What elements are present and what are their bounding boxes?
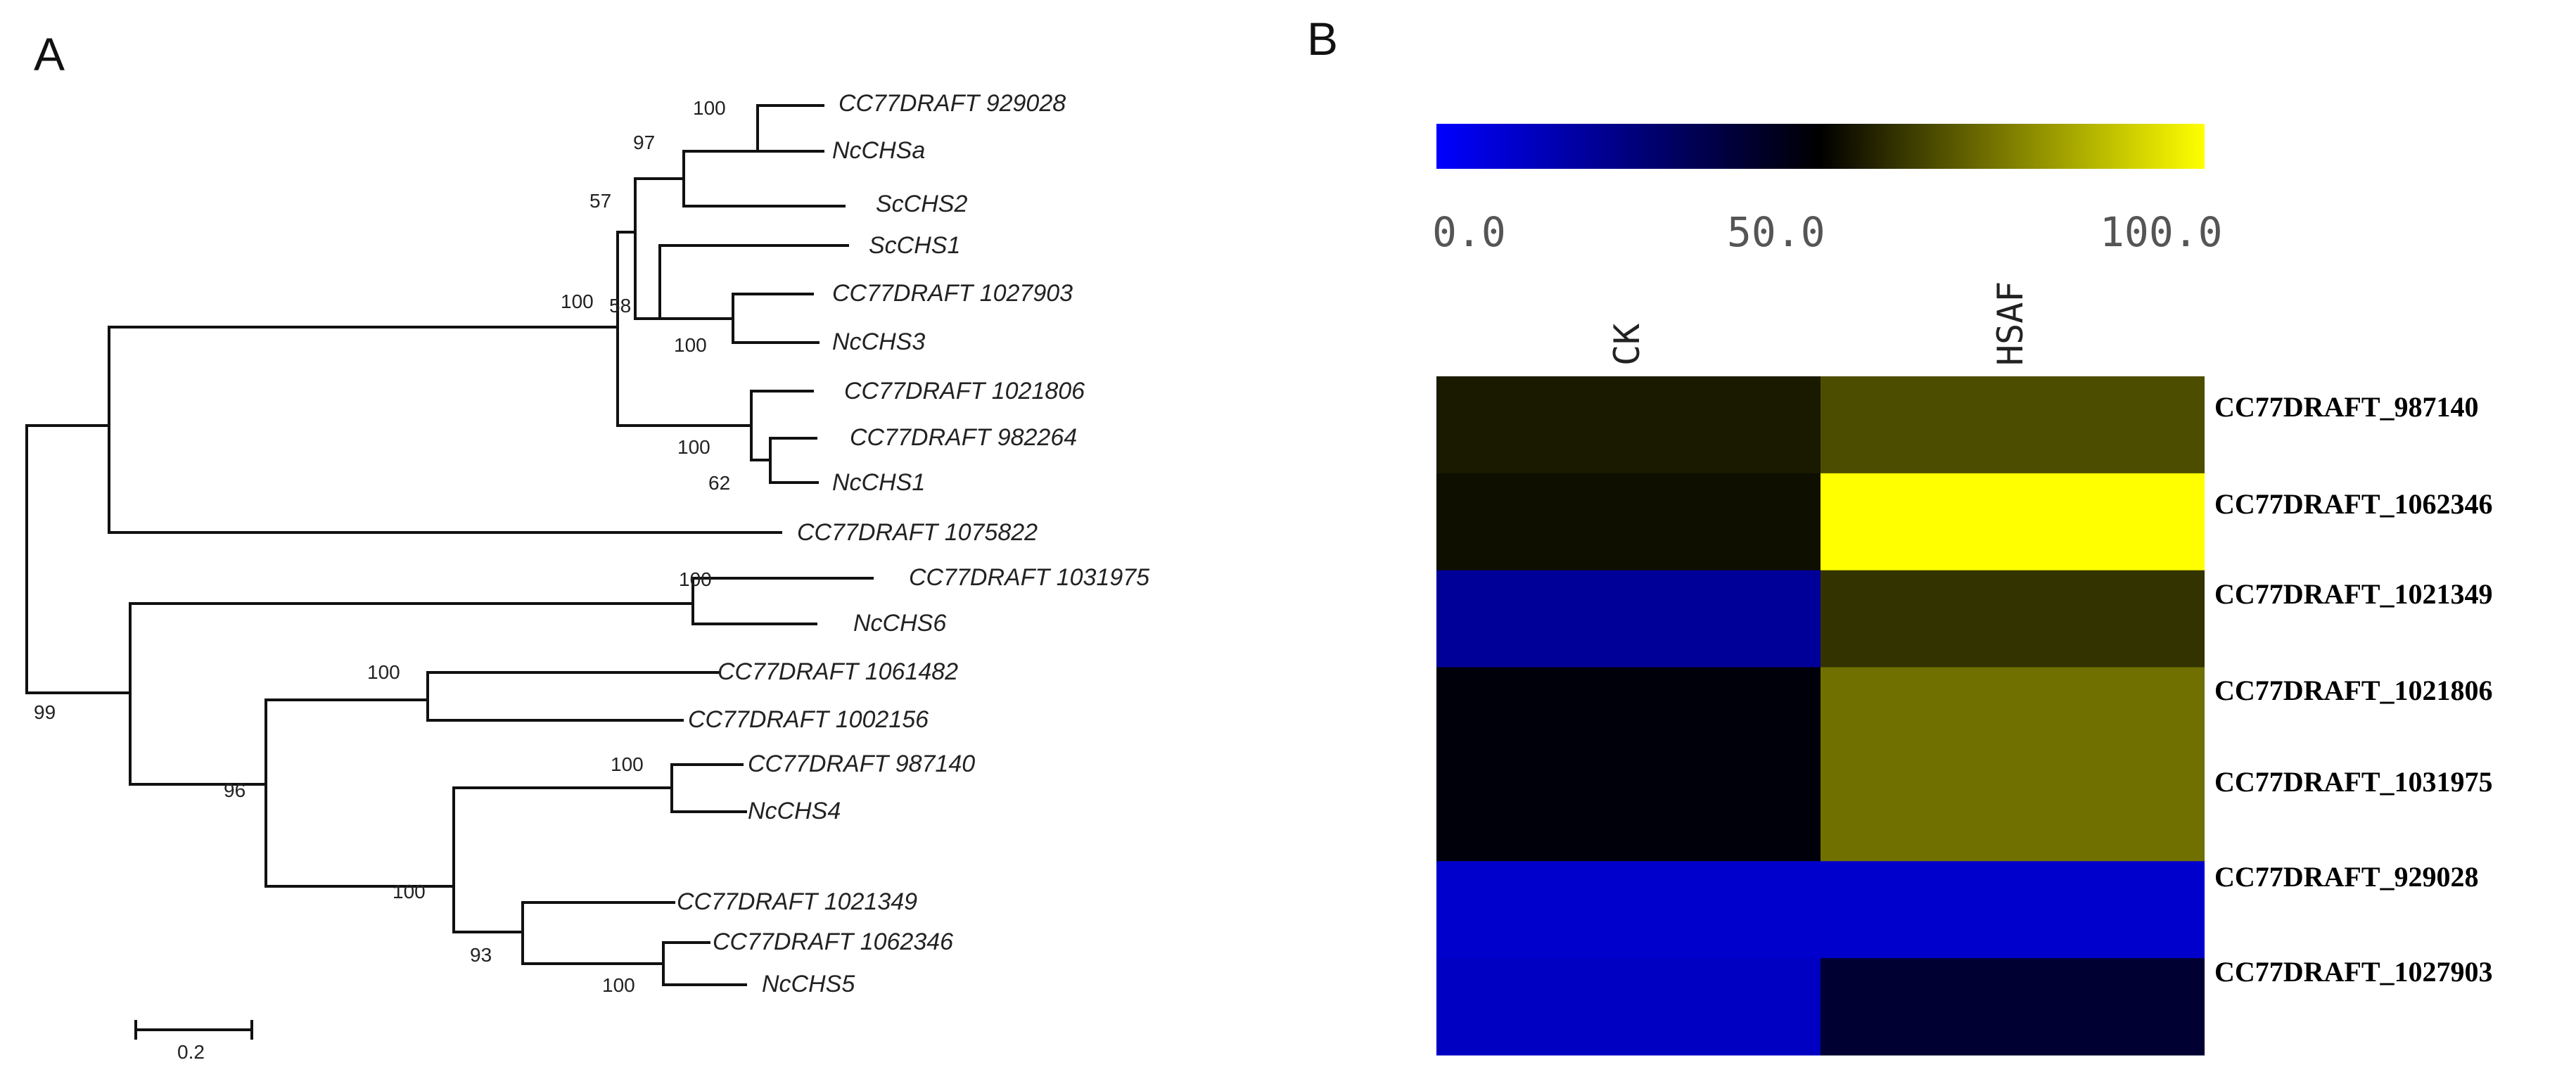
branch-ncchs1-group <box>750 390 814 461</box>
heatmap-cell-hsaf <box>1821 861 2205 959</box>
panel-a-tree: A CC77DRAFT <box>25 28 1149 1063</box>
bootstrap-value: 100 <box>693 97 726 119</box>
branch-1021349-group <box>521 901 675 965</box>
branch-1061482-1002156 <box>426 671 719 722</box>
panel-b-heatmap: B 0.0 50.0 100.0 CK HSAF CC77DRAFT_98714… <box>1307 13 2493 1056</box>
branch-lower-sub <box>264 698 455 888</box>
bootstrap-value: 93 <box>470 944 492 966</box>
column-label-hsaf: HSAF <box>1990 281 2031 366</box>
row-label: CC77DRAFT_1031975 <box>2214 766 2493 798</box>
heatmap-cell-ck <box>1436 376 1821 474</box>
heatmap-cell-hsaf <box>1821 376 2205 474</box>
heatmap-row-labels: CC77DRAFT_987140 CC77DRAFT_1062346 CC77D… <box>2214 391 2493 988</box>
row-label: CC77DRAFT_987140 <box>2214 391 2479 423</box>
row-label: CC77DRAFT_1062346 <box>2214 488 2493 520</box>
bootstrap-value: 100 <box>367 661 400 683</box>
leaf-label: CC77DRAFT 929028 <box>839 90 1066 117</box>
scale-bar-line <box>134 1020 253 1040</box>
heatmap-cell-hsaf <box>1821 473 2205 571</box>
leaf-label: NcCHS1 <box>832 469 925 496</box>
branch-root <box>25 424 132 694</box>
branch-929028-ncchsa <box>756 104 824 153</box>
branch-sc1-group <box>658 244 849 320</box>
color-scale-min-label: 0.0 <box>1432 208 1506 256</box>
tree-leaf-labels: CC77DRAFT 929028 NcCHSa ScCHS2 ScCHS1 CC… <box>677 90 1149 997</box>
heatmap-cell-hsaf <box>1821 570 2205 668</box>
bootstrap-value: 100 <box>679 568 712 590</box>
scale-bar: 0.2 <box>134 1020 253 1063</box>
branch-982264-ncchs1 <box>769 437 819 484</box>
heatmap-cell-ck <box>1436 667 1821 765</box>
leaf-label: ScCHS2 <box>876 191 967 217</box>
bootstrap-value: 100 <box>677 436 710 458</box>
branch-clade-a <box>616 231 753 427</box>
color-scale-bar <box>1436 124 2205 169</box>
row-label: CC77DRAFT_1021806 <box>2214 675 2493 706</box>
bootstrap-value: 96 <box>224 779 246 801</box>
bootstrap-value: 100 <box>674 334 707 356</box>
branch-nc-sc2 <box>682 150 846 208</box>
bootstrap-value: 57 <box>589 190 611 212</box>
leaf-label: NcCHS6 <box>853 610 946 637</box>
scale-bar-label: 0.2 <box>177 1041 205 1063</box>
row-label: CC77DRAFT_1027903 <box>2214 956 2493 988</box>
bootstrap-value: 100 <box>602 974 635 996</box>
column-label-ck: CK <box>1607 324 1647 366</box>
bootstrap-value: 62 <box>708 472 730 494</box>
leaf-label: NcCHSa <box>832 137 925 164</box>
tree-branches <box>25 104 874 986</box>
leaf-label: CC77DRAFT 1021349 <box>677 888 917 915</box>
tree-bootstrap-values: 100 97 57 100 58 100 100 62 100 99 100 9… <box>34 97 730 996</box>
branch-lower-clade <box>129 602 694 786</box>
panel-b-letter: B <box>1307 13 1338 65</box>
leaf-label: NcCHS4 <box>748 798 841 824</box>
leaf-label: NcCHS3 <box>832 328 925 355</box>
heatmap-cells <box>1436 376 2205 1056</box>
heatmap-cell-hsaf <box>1821 958 2205 1056</box>
leaf-label: CC77DRAFT 1002156 <box>688 706 929 733</box>
leaf-label: CC77DRAFT 1075822 <box>797 519 1038 546</box>
heatmap-cell-ck <box>1436 958 1821 1056</box>
leaf-label: ScCHS1 <box>869 232 960 259</box>
leaf-label: NcCHS5 <box>762 971 855 997</box>
row-label: CC77DRAFT_929028 <box>2214 861 2479 893</box>
color-scale-max-label: 100.0 <box>2100 208 2223 256</box>
leaf-label: CC77DRAFT 1062346 <box>713 929 953 955</box>
panel-a-letter: A <box>34 28 65 80</box>
heatmap-cell-ck <box>1436 764 1821 862</box>
leaf-label: CC77DRAFT 1021806 <box>844 378 1085 404</box>
leaf-label: CC77DRAFT 1061482 <box>718 658 958 685</box>
leaf-label: CC77DRAFT 987140 <box>748 751 975 777</box>
heatmap-cell-ck <box>1436 570 1821 668</box>
color-scale-mid-label: 50.0 <box>1727 208 1825 256</box>
branch-1031975-ncchs6 <box>691 577 874 625</box>
branch-987140-ncchs4 <box>670 763 747 813</box>
bootstrap-value: 100 <box>611 753 644 775</box>
bootstrap-value: 58 <box>609 295 631 317</box>
heatmap-cell-hsaf <box>1821 764 2205 862</box>
bootstrap-value: 100 <box>561 291 594 312</box>
leaf-label: CC77DRAFT 1027903 <box>832 280 1073 307</box>
heatmap-cell-hsaf <box>1821 667 2205 765</box>
leaf-label: CC77DRAFT 1031975 <box>909 564 1149 591</box>
heatmap-cell-ck <box>1436 861 1821 959</box>
heatmap-cell-ck <box>1436 473 1821 571</box>
leaf-label: CC77DRAFT 982264 <box>850 424 1077 451</box>
branch-upper-clade <box>108 326 782 534</box>
branch-chs4-chs5-group <box>452 786 673 933</box>
branch-1027903-ncchs3 <box>732 293 820 344</box>
bootstrap-value: 100 <box>393 881 426 902</box>
branch-1062346-ncchs5 <box>662 941 747 986</box>
bootstrap-value: 99 <box>34 701 56 723</box>
row-label: CC77DRAFT_1021349 <box>2214 578 2493 610</box>
bootstrap-value: 97 <box>633 132 655 153</box>
branch-clade-a-sub <box>634 177 685 320</box>
